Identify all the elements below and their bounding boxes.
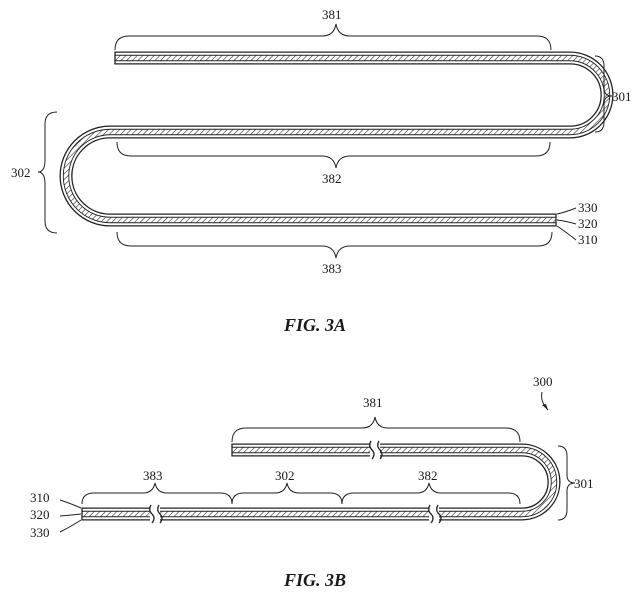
label-301: 301 — [612, 89, 632, 104]
label-310-3a: 310 — [578, 232, 598, 247]
pointer-300-arrowhead — [542, 404, 548, 410]
label-301-3b: 301 — [574, 476, 594, 491]
fig-3b-folded-strip — [81, 443, 561, 521]
brace-383 — [116, 231, 553, 259]
brace-381 — [114, 23, 552, 51]
label-320-3b: 320 — [30, 507, 50, 522]
layer-leaders-3b — [59, 499, 82, 533]
label-330-3a: 330 — [578, 200, 598, 215]
label-383: 383 — [322, 261, 342, 276]
label-302: 302 — [11, 165, 31, 180]
label-381: 381 — [322, 7, 342, 22]
fig-3a-folded-strip — [59, 51, 614, 227]
layer-leaders-3a — [556, 207, 577, 241]
label-330-3b: 330 — [30, 525, 50, 540]
caption-fig-3b: FIG. 3B — [283, 570, 346, 590]
brace-302-3b — [231, 482, 343, 505]
label-382: 382 — [322, 171, 342, 186]
label-383-3b: 383 — [143, 468, 163, 483]
brace-383-3b — [81, 482, 233, 505]
fig-3b: 300 381 301 — [30, 374, 594, 590]
brace-302 — [37, 111, 58, 234]
caption-fig-3a: FIG. 3A — [283, 315, 346, 335]
label-310-3b: 310 — [30, 490, 50, 505]
label-302-3b: 302 — [275, 468, 295, 483]
brace-301-3b — [557, 445, 576, 521]
brace-382-3b — [341, 482, 521, 505]
label-381-3b: 381 — [363, 395, 383, 410]
brace-381-3b — [231, 416, 521, 443]
label-382-3b: 382 — [418, 468, 438, 483]
label-300: 300 — [533, 374, 553, 389]
fig-3a: 381 301 302 382 383 330 320 310 FIG. 3A — [11, 7, 632, 335]
break-marks — [149, 440, 442, 524]
brace-382 — [116, 141, 551, 169]
label-320-3a: 320 — [578, 216, 598, 231]
brace-301 — [594, 55, 613, 133]
